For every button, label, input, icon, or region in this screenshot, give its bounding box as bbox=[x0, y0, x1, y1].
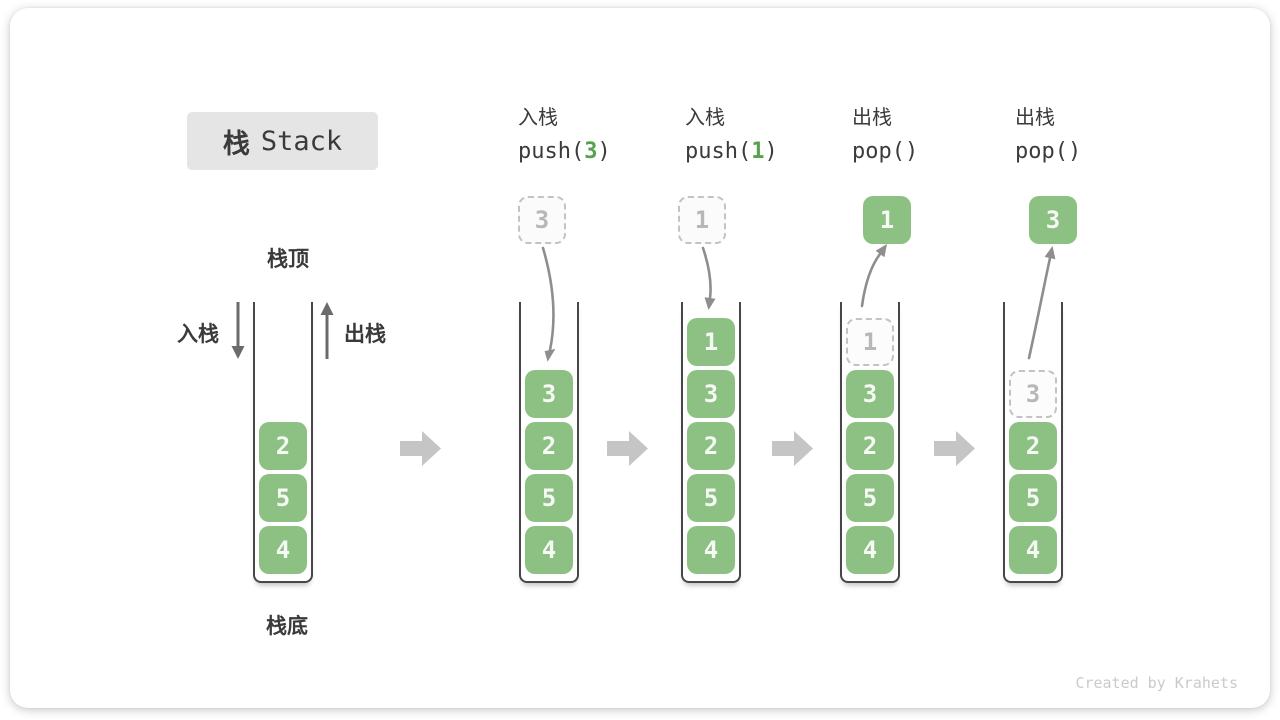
op-pop-3-code: pop() bbox=[1015, 139, 1081, 165]
push-side-label: 入栈 bbox=[177, 322, 219, 346]
watermark: Created by Krahets bbox=[1075, 674, 1238, 692]
stack-cell: 2 bbox=[525, 422, 573, 470]
incoming-value-box: 3 bbox=[518, 196, 566, 244]
op-push-1-zh: 入栈 bbox=[685, 105, 725, 129]
op-push-3-code: push(3) bbox=[518, 139, 611, 165]
stack-top-label: 栈顶 bbox=[267, 247, 309, 271]
stack-cell-ghost: 1 bbox=[846, 318, 894, 366]
op-pop-1: 出栈 pop() bbox=[852, 104, 918, 165]
op-fn: pop() bbox=[1015, 139, 1082, 164]
op-fn: push( bbox=[685, 139, 752, 164]
stack-cell: 3 bbox=[687, 370, 735, 418]
stack-cell-ghost: 3 bbox=[1009, 370, 1057, 418]
op-pop-1-code: pop() bbox=[852, 139, 918, 165]
diagram-title: 栈 Stack bbox=[187, 112, 378, 170]
op-fn: push( bbox=[518, 139, 585, 164]
stack-cell: 5 bbox=[1009, 474, 1057, 522]
title-en: Stack bbox=[260, 125, 343, 157]
op-arg: 1 bbox=[751, 139, 765, 164]
stack-cell: 3 bbox=[525, 370, 573, 418]
stack-container-after-pop-1: 4 5 2 3 1 bbox=[840, 302, 900, 583]
stack-cell: 4 bbox=[259, 526, 307, 574]
op-close: ) bbox=[764, 139, 778, 164]
op-pop-1-zh: 出栈 bbox=[852, 105, 892, 129]
incoming-value-box: 1 bbox=[678, 196, 726, 244]
op-push-3-zh: 入栈 bbox=[518, 105, 558, 129]
stack-cell: 5 bbox=[259, 474, 307, 522]
op-close: ) bbox=[597, 139, 611, 164]
op-push-1-code: push(1) bbox=[685, 139, 778, 165]
stack-cell: 1 bbox=[687, 318, 735, 366]
stack-container-after-push-3: 4 5 2 3 bbox=[519, 302, 579, 583]
stack-cell: 4 bbox=[525, 526, 573, 574]
popped-value-box: 3 bbox=[1029, 196, 1077, 244]
stack-cell: 4 bbox=[846, 526, 894, 574]
op-push-3: 入栈 push(3) bbox=[518, 104, 611, 165]
stack-cell: 2 bbox=[846, 422, 894, 470]
stack-cell: 5 bbox=[846, 474, 894, 522]
title-zh: 栈 bbox=[222, 128, 250, 160]
op-arg: 3 bbox=[584, 139, 598, 164]
stack-container-after-push-1: 4 5 2 3 1 bbox=[681, 302, 741, 583]
stack-cell: 2 bbox=[687, 422, 735, 470]
stack-cell: 2 bbox=[259, 422, 307, 470]
op-fn: pop() bbox=[852, 139, 919, 164]
stack-cell: 3 bbox=[846, 370, 894, 418]
stack-cell: 4 bbox=[1009, 526, 1057, 574]
stack-cell: 2 bbox=[1009, 422, 1057, 470]
stack-bottom-label: 栈底 bbox=[266, 614, 308, 638]
stack-cell: 5 bbox=[687, 474, 735, 522]
stack-cell: 4 bbox=[687, 526, 735, 574]
op-pop-3-zh: 出栈 bbox=[1015, 105, 1055, 129]
popped-value-box: 1 bbox=[863, 196, 911, 244]
stack-container-initial: 4 5 2 bbox=[253, 302, 313, 583]
stack-cell: 5 bbox=[525, 474, 573, 522]
pop-side-label: 出栈 bbox=[344, 322, 386, 346]
stack-container-after-pop-3: 4 5 2 3 bbox=[1003, 302, 1063, 583]
op-push-1: 入栈 push(1) bbox=[685, 104, 778, 165]
op-pop-3: 出栈 pop() bbox=[1015, 104, 1081, 165]
